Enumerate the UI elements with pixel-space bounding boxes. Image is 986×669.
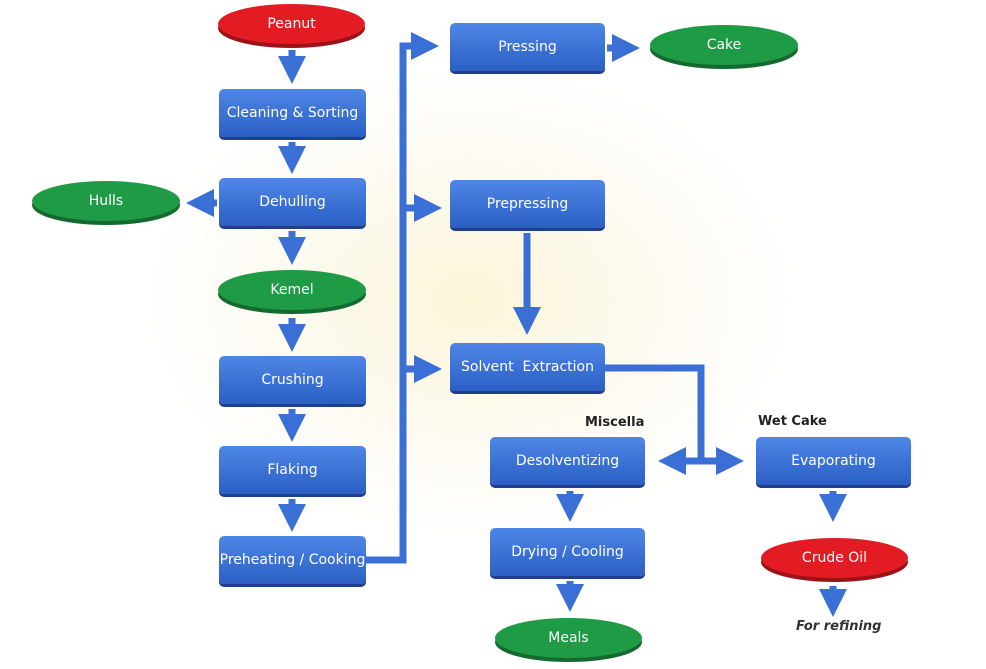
label-wet-cake: Wet Cake (758, 414, 827, 429)
label-for-refining: For refining (796, 619, 882, 634)
node-crushing: Crushing (219, 356, 366, 404)
bus-line (366, 32, 439, 564)
node-prepressing: Prepressing (450, 180, 605, 228)
node-flaking: Flaking (219, 446, 366, 494)
node-cleaning-sorting: Cleaning & Sorting (219, 89, 366, 137)
node-meals: Meals (495, 618, 642, 658)
node-preheating-cooking: Preheating / Cooking (219, 536, 366, 584)
node-peanut: Peanut (218, 4, 365, 44)
node-hulls: Hulls (32, 181, 180, 221)
node-kemel: Kemel (218, 270, 366, 310)
label-miscella: Miscella (585, 415, 645, 430)
line-solvent-split (605, 364, 705, 461)
node-pressing: Pressing (450, 23, 605, 71)
node-dehulling: Dehulling (219, 178, 366, 226)
node-crude-oil: Crude Oil (761, 538, 908, 578)
node-cake: Cake (650, 25, 798, 65)
node-desolventizing: Desolventizing (490, 437, 645, 485)
node-solvent-extraction: Solvent Extraction (450, 343, 605, 391)
node-drying-cooling: Drying / Cooling (490, 528, 645, 576)
node-evaporating: Evaporating (756, 437, 911, 485)
